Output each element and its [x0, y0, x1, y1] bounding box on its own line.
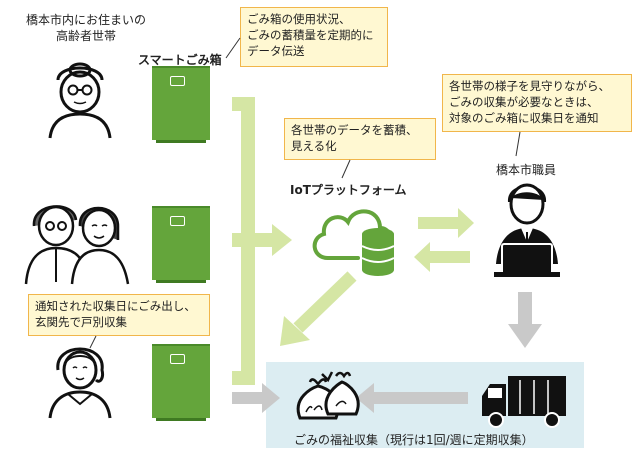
city-staff-label: 橋本市職員 [496, 163, 557, 177]
resident-callout: 通知された収集日にごみ出し、 玄関先で戸別収集 [28, 294, 210, 336]
from-staff-arrowhead [414, 242, 430, 272]
bin-callout-pointer [225, 37, 241, 59]
truck-to-bags-shaft [372, 392, 468, 404]
from-staff-shaft [428, 251, 470, 263]
truck-to-bags-arrowhead [356, 383, 374, 413]
elderly-residents-label: 橋本市内にお住まいの 高齢者世帯 [25, 13, 146, 43]
bin-to-bags-shaft [232, 392, 264, 404]
staff-to-truck-arrowhead [508, 324, 542, 348]
smart-bin-1 [152, 66, 210, 143]
staff-to-truck-shaft [518, 292, 532, 326]
diagonal-arrowhead [280, 316, 310, 346]
garbage-truck-icon [482, 376, 566, 428]
smart-bin-2 [152, 206, 210, 283]
to-staff-arrowhead [458, 208, 474, 238]
smart-bin-label: スマートごみ箱 [138, 53, 222, 67]
bin-to-bags-arrowhead [262, 383, 280, 413]
trash-bags-icon [296, 371, 360, 420]
bin-status-callout: ごみ箱の使用状況、 ごみの蓄積量を定期的に データ伝送 [240, 7, 388, 67]
elderly-couple-icon [24, 205, 130, 285]
woman-icon [48, 347, 112, 419]
resident-callout-pointer [89, 335, 97, 349]
iot-platform-label: IoTプラットフォーム [290, 183, 407, 197]
staff-callout: 各世帯の様子を見守りながら、 ごみの収集が必要なときは、 対象のごみ箱に収集日を… [442, 74, 632, 132]
to-staff-shaft [418, 217, 460, 229]
platform-callout: 各世帯のデータを蓄積、 見える化 [284, 118, 436, 160]
smart-bin-3 [152, 344, 210, 421]
staff-callout-pointer [515, 131, 521, 157]
cloud-database-icon [312, 209, 395, 276]
diagonal-shaft [293, 271, 357, 333]
elderly-woman-icon [48, 62, 112, 139]
welfare-collection-label: ごみの福祉収集（現行は1回/週に定期収集） [294, 433, 534, 447]
staff-laptop-icon [494, 183, 560, 277]
to-platform-arrowhead [272, 224, 292, 256]
platform-callout-pointer [341, 159, 351, 179]
